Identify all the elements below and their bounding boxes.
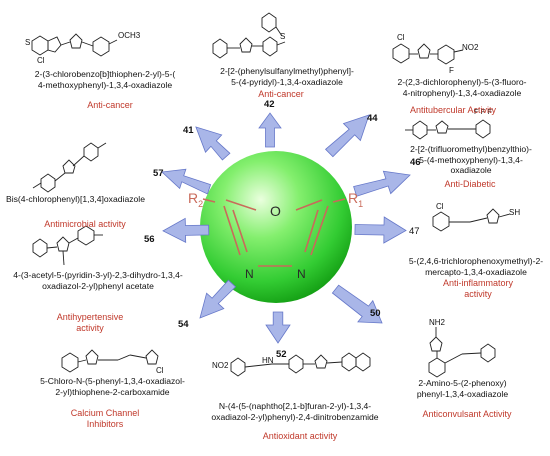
- label-hn-c7: HN: [262, 356, 274, 365]
- label-f-c3: F: [449, 66, 454, 75]
- ref-50: 50: [370, 308, 381, 319]
- core-label-n-right: N: [297, 267, 306, 281]
- arrow-56: [162, 217, 210, 244]
- label-och3: OCH3: [118, 31, 141, 40]
- compound-name-c7: N-(4-(5-(naphtho[2,1-b]furan-2-yl)-1,3,4…: [211, 401, 379, 422]
- arrow-42: [258, 112, 282, 148]
- arrow-46: [353, 170, 411, 197]
- activity-c10: Antimicrobial activity: [44, 219, 126, 229]
- activity-c4: Anti-Diabetic: [444, 179, 496, 189]
- core-sphere: [200, 151, 352, 303]
- ref-46: 46: [410, 157, 421, 168]
- arrow-44: [325, 114, 370, 158]
- ref-56: 56: [144, 234, 155, 245]
- label-nh2-c6: NH2: [429, 318, 446, 327]
- label-cl-c8: Cl: [156, 366, 164, 375]
- compound-name-c4: 2-[2-(trifluoromethyl)benzylthio)- 5-(4-…: [410, 144, 532, 175]
- compound-name-c6: 2-Amino-5-(2-phenoxy) phenyl-1,3,4-oxadi…: [416, 378, 509, 399]
- core-label-r1: R1: [348, 190, 363, 209]
- arrow-57: [161, 168, 212, 195]
- compound-name-c3: 2-(2,3-dichlorophenyl)-5-(3-fluoro- 4-ni…: [397, 77, 527, 98]
- core-label-r1-sub: 1: [358, 198, 364, 209]
- arrows: [161, 112, 411, 344]
- activity-c3: Antitubercular Activity: [409, 105, 497, 115]
- ref-54: 54: [178, 319, 189, 330]
- compound-name-c1: 2-(3-chlorobenzo[b]thiophen-2-yl)-5-( 4-…: [34, 69, 176, 90]
- label-cl-c5: Cl: [436, 202, 444, 211]
- arrow-52: [265, 311, 291, 344]
- activity-c8: Calcium Channel Inhibitors: [70, 408, 140, 429]
- structure-sketches: [31, 12, 511, 378]
- arrow-47: [354, 216, 407, 244]
- label-cl-c1: Cl: [37, 56, 45, 65]
- activity-c9: Antihypertensive activity: [56, 312, 124, 333]
- ref-57: 57: [153, 168, 164, 179]
- label-no2-c3: NO2: [462, 43, 479, 52]
- structure-c1: [31, 33, 118, 57]
- compound-name-c9: 4-(3-acetyl-5-(pyridin-3-yl)-2,3-dihydro…: [13, 270, 183, 291]
- structure-c5: [432, 208, 511, 232]
- arrow-50: [331, 284, 383, 324]
- label-s-c1: S: [25, 38, 31, 47]
- structure-c2: [212, 12, 286, 59]
- structure-c8: [61, 349, 159, 373]
- compound-name-c10: Bis(4-chlorophenyl)[1,3,4]oxadiazole: [5, 194, 145, 204]
- ref-42: 42: [264, 99, 275, 110]
- activity-c2: Anti-cancer: [258, 89, 304, 99]
- ref-44: 44: [367, 113, 378, 124]
- activity-c7: Antioxidant activity: [262, 431, 338, 441]
- arrow-54: [199, 279, 237, 319]
- core-label-r2-sub: 2: [198, 198, 204, 209]
- label-s-c2: S: [280, 32, 286, 41]
- structure-c6: [428, 327, 496, 378]
- compound-name-c2: 2-[2-(phenylsulfanylmethyl)phenyl]- 5-(4…: [220, 66, 354, 87]
- oxadiazole-ring: [202, 198, 346, 267]
- core-label-r2: R2: [188, 190, 203, 209]
- compound-name-c5: 5-(2,4,6-trichlorophenoxymethyl)-2- merc…: [408, 256, 544, 277]
- core-label-r1-letter: R: [348, 190, 359, 206]
- structure-c10: [32, 142, 107, 193]
- structure-c3: [392, 43, 464, 65]
- label-no2-c7: NO2: [212, 361, 229, 370]
- structure-c7: [230, 352, 371, 377]
- activity-c5: Anti-inflammatory activity: [442, 278, 514, 299]
- arrow-41: [195, 126, 231, 161]
- ref-47: 47: [409, 226, 420, 237]
- activity-c6: Anticonvulsant Activity: [422, 409, 512, 419]
- ref-52: 52: [276, 349, 287, 360]
- core-label-n-left: N: [245, 267, 254, 281]
- label-sh-c5: SH: [509, 208, 521, 217]
- ref-41: 41: [183, 125, 194, 136]
- core-label-r2-letter: R: [188, 190, 199, 206]
- label-cf3-c4: F F F: [474, 107, 492, 116]
- label-cl-c3a: Cl: [397, 33, 405, 42]
- activity-c1: Anti-cancer: [87, 100, 133, 110]
- structure-c9: [32, 225, 103, 266]
- core-label-o: O: [270, 203, 281, 219]
- compound-name-c8: 5-Chloro-N-(5-phenyl-1,3,4-oxadiazol- 2-…: [40, 376, 185, 397]
- structure-c4: [405, 119, 491, 140]
